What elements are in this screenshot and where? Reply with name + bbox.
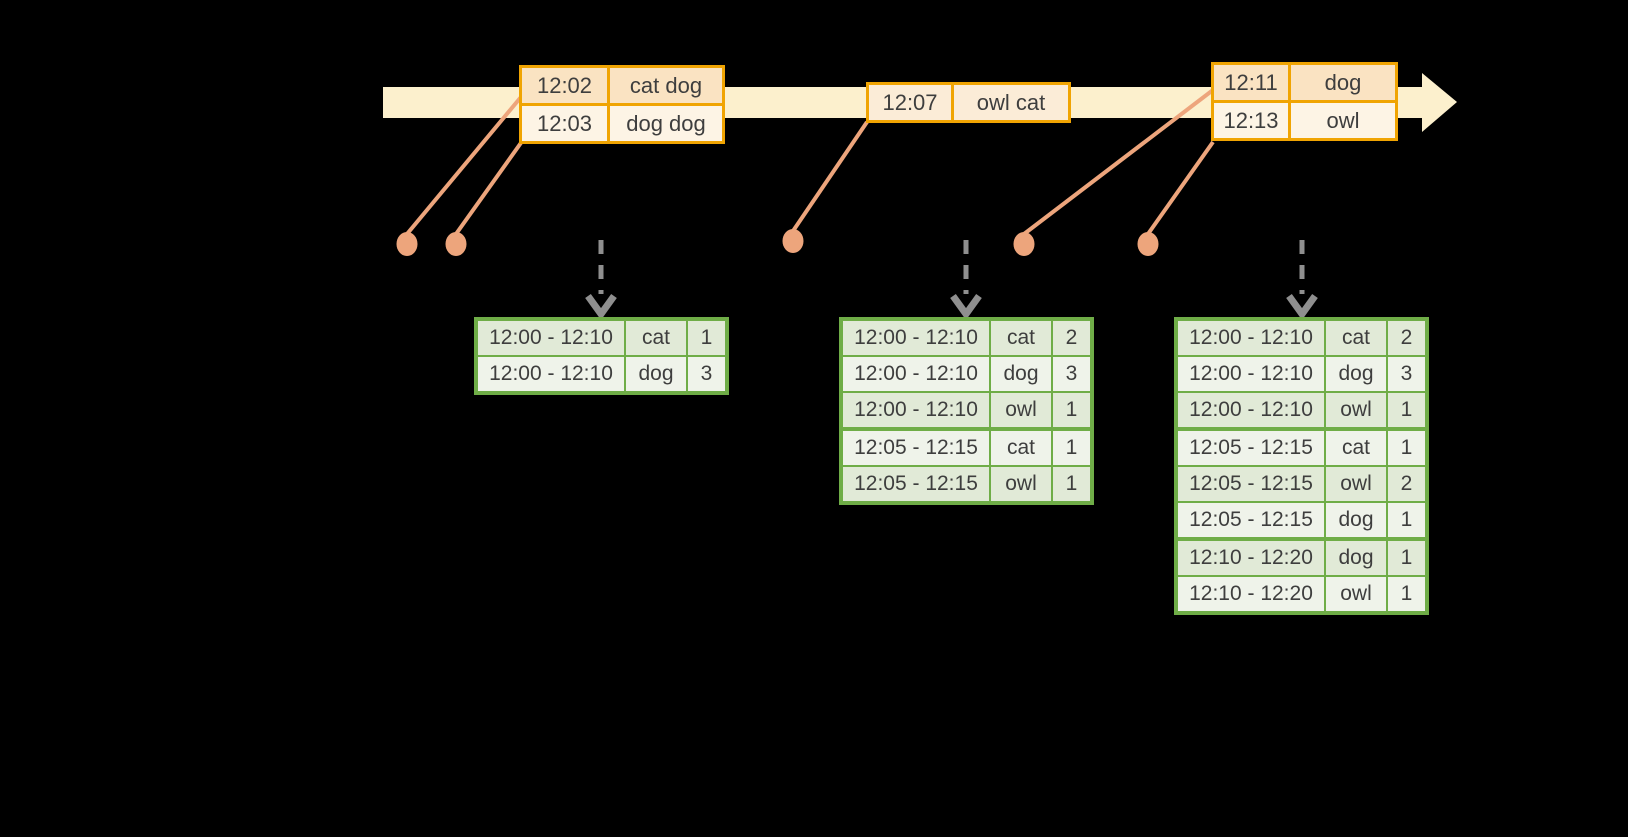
result-count-cell: 3 (688, 357, 725, 391)
result-window-cell: 12:00 - 12:10 (478, 357, 624, 391)
result-count-cell: 2 (1388, 467, 1425, 501)
result-window-cell: 12:05 - 12:15 (843, 467, 989, 501)
result-word-cell: dog (1326, 357, 1386, 391)
event-connector-line (405, 95, 523, 236)
result-word-cell: cat (1326, 321, 1386, 355)
result-word-cell: dog (1326, 539, 1386, 575)
trigger-arrow-icon (585, 240, 617, 320)
result-count-cell: 1 (1053, 467, 1090, 501)
event-connector-line (1146, 140, 1215, 236)
event-time-cell: 12:07 (869, 85, 951, 120)
result-count-cell: 1 (1388, 429, 1425, 465)
result-word-cell: cat (1326, 429, 1386, 465)
result-word-cell: dog (991, 357, 1051, 391)
result-window-cell: 12:00 - 12:10 (843, 321, 989, 355)
result-window-cell: 12:10 - 12:20 (1178, 539, 1324, 575)
result-window-cell: 12:00 - 12:10 (843, 393, 989, 427)
event-connector-line (1022, 88, 1215, 236)
event-words-cell: dog dog (610, 106, 722, 141)
result-count-cell: 1 (1053, 393, 1090, 427)
result-word-cell: owl (991, 467, 1051, 501)
result-window-cell: 12:05 - 12:15 (843, 429, 989, 465)
event-dot (396, 232, 418, 256)
timeline-arrowhead-icon (1422, 73, 1457, 132)
result-word-cell: cat (991, 429, 1051, 465)
result-window-cell: 12:00 - 12:10 (843, 357, 989, 391)
result-window-cell: 12:00 - 12:10 (478, 321, 624, 355)
event-connector-line (454, 138, 525, 236)
trigger-arrow-icon (1286, 240, 1318, 320)
event-words-cell: cat dog (610, 68, 722, 103)
event-words-cell: owl (1291, 103, 1395, 138)
result-count-cell: 1 (1388, 577, 1425, 611)
result-window-cell: 12:00 - 12:10 (1178, 357, 1324, 391)
result-word-cell: dog (1326, 503, 1386, 537)
result-window-cell: 12:00 - 12:10 (1178, 321, 1324, 355)
result-window-cell: 12:05 - 12:15 (1178, 467, 1324, 501)
event-time-cell: 12:03 (522, 106, 607, 141)
trigger-arrow-icon (950, 240, 982, 320)
result-word-cell: owl (991, 393, 1051, 427)
result-count-cell: 3 (1388, 357, 1425, 391)
result-word-cell: cat (991, 321, 1051, 355)
result-count-cell: 1 (1388, 539, 1425, 575)
event-time-cell: 12:11 (1214, 65, 1288, 100)
event-dot (1137, 232, 1159, 256)
result-word-cell: owl (1326, 577, 1386, 611)
result-count-cell: 1 (688, 321, 725, 355)
event-words-cell: dog (1291, 65, 1395, 100)
event-dot (782, 229, 804, 253)
result-count-cell: 3 (1053, 357, 1090, 391)
event-dot (1013, 232, 1035, 256)
event-dot (445, 232, 467, 256)
event-connector-line (791, 120, 869, 233)
result-word-cell: dog (626, 357, 686, 391)
result-count-cell: 2 (1053, 321, 1090, 355)
result-count-cell: 2 (1388, 321, 1425, 355)
result-count-cell: 1 (1388, 503, 1425, 537)
result-word-cell: cat (626, 321, 686, 355)
result-window-cell: 12:10 - 12:20 (1178, 577, 1324, 611)
result-word-cell: owl (1326, 393, 1386, 427)
event-time-cell: 12:02 (522, 68, 607, 103)
event-words-cell: owl cat (954, 85, 1068, 120)
result-count-cell: 1 (1053, 429, 1090, 465)
result-window-cell: 12:05 - 12:15 (1178, 429, 1324, 465)
event-time-cell: 12:13 (1214, 103, 1288, 138)
result-window-cell: 12:00 - 12:10 (1178, 393, 1324, 427)
result-word-cell: owl (1326, 467, 1386, 501)
result-count-cell: 1 (1388, 393, 1425, 427)
result-window-cell: 12:05 - 12:15 (1178, 503, 1324, 537)
